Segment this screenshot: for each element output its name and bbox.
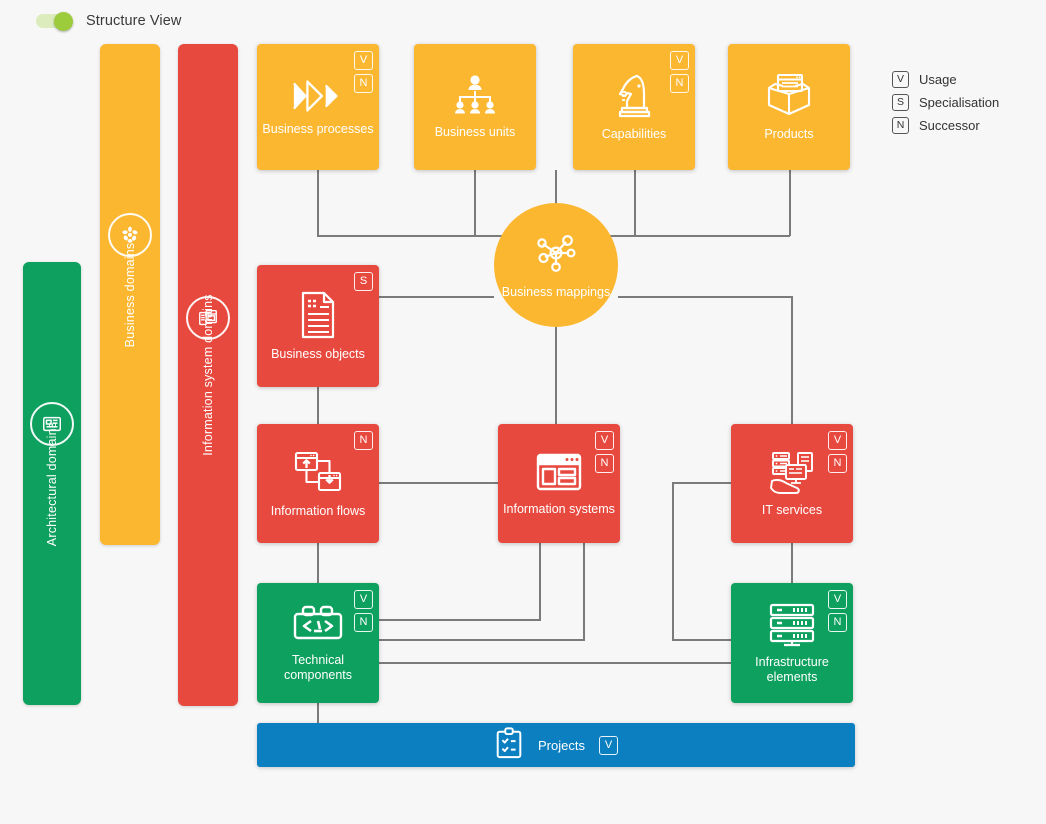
badge-successor: N bbox=[595, 454, 614, 473]
badge-usage: V bbox=[670, 51, 689, 70]
code-brick-icon bbox=[291, 604, 345, 646]
card-label-business-processes: Business processes bbox=[262, 122, 374, 136]
badges-information-flows: N bbox=[354, 431, 373, 450]
open-box-icon bbox=[761, 72, 817, 120]
bar-projects[interactable]: Projects V bbox=[257, 723, 855, 767]
structure-view-toggle[interactable] bbox=[36, 12, 74, 31]
legend: V Usage S Specialisation N Successor bbox=[892, 68, 999, 137]
badge-successor: N bbox=[828, 454, 847, 473]
cells-cluster-icon bbox=[108, 213, 152, 257]
structure-view-label: Structure View bbox=[86, 13, 182, 29]
lane-label-architectural-domains: Architectural domains bbox=[45, 421, 59, 546]
card-business-processes[interactable]: V N Business processes bbox=[257, 44, 379, 170]
card-label-capabilities: Capabilities bbox=[601, 127, 667, 141]
legend-label-specialisation: Specialisation bbox=[919, 94, 1000, 110]
lane-business-domains[interactable]: Business domains bbox=[100, 44, 160, 545]
legend-item-successor: N Successor bbox=[892, 114, 999, 136]
structure-view-toggle-row: Structure View bbox=[36, 8, 181, 34]
clipboard-check-icon bbox=[494, 726, 524, 764]
badge-specialisation: S bbox=[354, 272, 373, 291]
org-chart-icon bbox=[449, 74, 501, 118]
hub-label-business-mappings: Business mappings bbox=[501, 284, 611, 299]
badges-information-systems: V N bbox=[595, 431, 614, 473]
legend-badge-n: N bbox=[892, 116, 909, 134]
card-capabilities[interactable]: V N Capabilities bbox=[573, 44, 695, 170]
card-infrastructure-elements[interactable]: V N Infrastructure elements bbox=[731, 583, 853, 703]
legend-item-specialisation: S Specialisation bbox=[892, 91, 999, 113]
bar-label-projects: Projects bbox=[538, 737, 585, 753]
legend-badge-s: S bbox=[892, 93, 909, 111]
badge-usage: V bbox=[828, 431, 847, 450]
lane-information-system-domains[interactable]: Information system domains bbox=[178, 44, 238, 706]
card-label-information-flows: Information flows bbox=[270, 503, 366, 518]
card-business-units[interactable]: Business units bbox=[414, 44, 536, 170]
hub-business-mappings[interactable]: Business mappings bbox=[494, 203, 618, 327]
badges-infrastructure-elements: V N bbox=[828, 590, 847, 632]
legend-label-usage: Usage bbox=[919, 71, 957, 87]
card-it-services[interactable]: V N IT services bbox=[731, 424, 853, 543]
badge-successor: N bbox=[354, 613, 373, 632]
badge-successor: N bbox=[354, 74, 373, 93]
badges-it-services: V N bbox=[828, 431, 847, 473]
badges-business-objects: S bbox=[354, 272, 373, 291]
card-label-business-objects: Business objects bbox=[271, 347, 365, 361]
legend-badge-v: V bbox=[892, 70, 909, 88]
card-information-systems[interactable]: V N Information systems bbox=[498, 424, 620, 543]
binary-document-icon bbox=[296, 290, 340, 340]
badge-usage: V bbox=[595, 431, 614, 450]
chess-knight-icon bbox=[613, 72, 655, 120]
badge-usage: V bbox=[354, 590, 373, 609]
hand-server-icon bbox=[764, 450, 820, 496]
badge-usage: V bbox=[354, 51, 373, 70]
data-exchange-icon bbox=[291, 449, 345, 497]
lane-architectural-domains[interactable]: Architectural domains bbox=[23, 262, 81, 705]
card-technical-components[interactable]: V N Technical components bbox=[257, 583, 379, 703]
badge-successor: N bbox=[670, 74, 689, 93]
card-label-infrastructure-elements: Infrastructure elements bbox=[755, 654, 829, 684]
badge-usage: V bbox=[598, 735, 618, 755]
lane-label-information-system-domains: Information system domains bbox=[201, 294, 215, 456]
badges-technical-components: V N bbox=[354, 590, 373, 632]
architecture-blueprint-icon bbox=[30, 402, 74, 446]
card-label-it-services: IT services bbox=[761, 502, 823, 517]
lane-label-business-domains: Business domains bbox=[123, 242, 137, 347]
badges-capabilities: V N bbox=[670, 51, 689, 93]
badge-successor: N bbox=[828, 613, 847, 632]
card-label-products: Products bbox=[764, 127, 814, 141]
card-label-information-systems: Information systems bbox=[503, 501, 615, 516]
chevrons-right-icon bbox=[291, 77, 345, 115]
card-label-business-units: Business units bbox=[434, 125, 516, 139]
card-business-objects[interactable]: S Business objects bbox=[257, 265, 379, 387]
legend-item-usage: V Usage bbox=[892, 68, 999, 90]
legend-label-successor: Successor bbox=[919, 117, 980, 133]
badge-usage: V bbox=[828, 590, 847, 609]
card-label-technical-components: Technical components bbox=[283, 652, 353, 682]
application-layout-icon bbox=[534, 451, 584, 495]
network-hub-icon bbox=[533, 231, 579, 280]
card-information-flows[interactable]: N Information flows bbox=[257, 424, 379, 543]
card-products[interactable]: Products bbox=[728, 44, 850, 170]
application-windows-icon bbox=[186, 296, 230, 340]
badges-business-processes: V N bbox=[354, 51, 373, 93]
server-rack-icon bbox=[766, 602, 818, 648]
toggle-knob bbox=[54, 12, 73, 31]
badge-successor: N bbox=[354, 431, 373, 450]
